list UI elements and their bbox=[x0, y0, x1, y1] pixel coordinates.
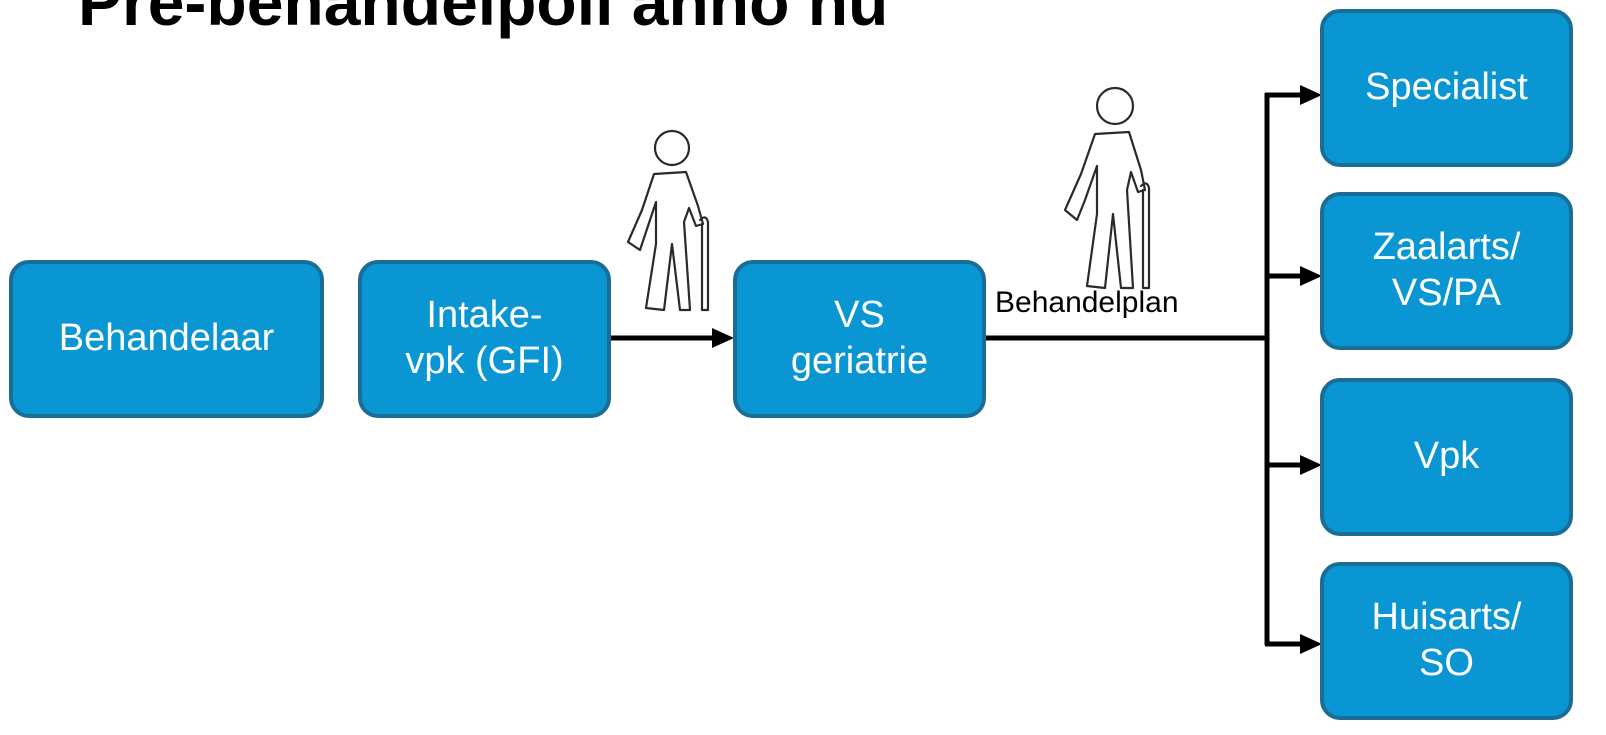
node-vs-geriatrie: VS geriatrie bbox=[733, 260, 986, 418]
arrowhead-vpk bbox=[1300, 455, 1322, 475]
node-specialist: Specialist bbox=[1320, 9, 1573, 167]
arrowhead-intake-to-vs bbox=[712, 328, 734, 348]
node-huisarts-so: Huisarts/ SO bbox=[1320, 562, 1573, 720]
page-title: Pre-behandelpoli anno nu bbox=[78, 0, 889, 39]
arrowhead-zaalarts bbox=[1300, 266, 1322, 286]
node-vpk: Vpk bbox=[1320, 378, 1573, 536]
node-intake-vpk: Intake- vpk (GFI) bbox=[358, 260, 611, 418]
arrowhead-specialist bbox=[1300, 85, 1322, 105]
node-zaalarts-vs-pa: Zaalarts/ VS/PA bbox=[1320, 192, 1573, 350]
arrowhead-huisarts bbox=[1300, 634, 1322, 654]
elderly-person-with-cane-icon bbox=[626, 129, 710, 312]
elderly-person-with-cane-icon bbox=[1063, 86, 1151, 290]
edge-label-behandelplan: Behandelplan bbox=[995, 286, 1179, 319]
node-behandelaar: Behandelaar bbox=[9, 260, 324, 418]
